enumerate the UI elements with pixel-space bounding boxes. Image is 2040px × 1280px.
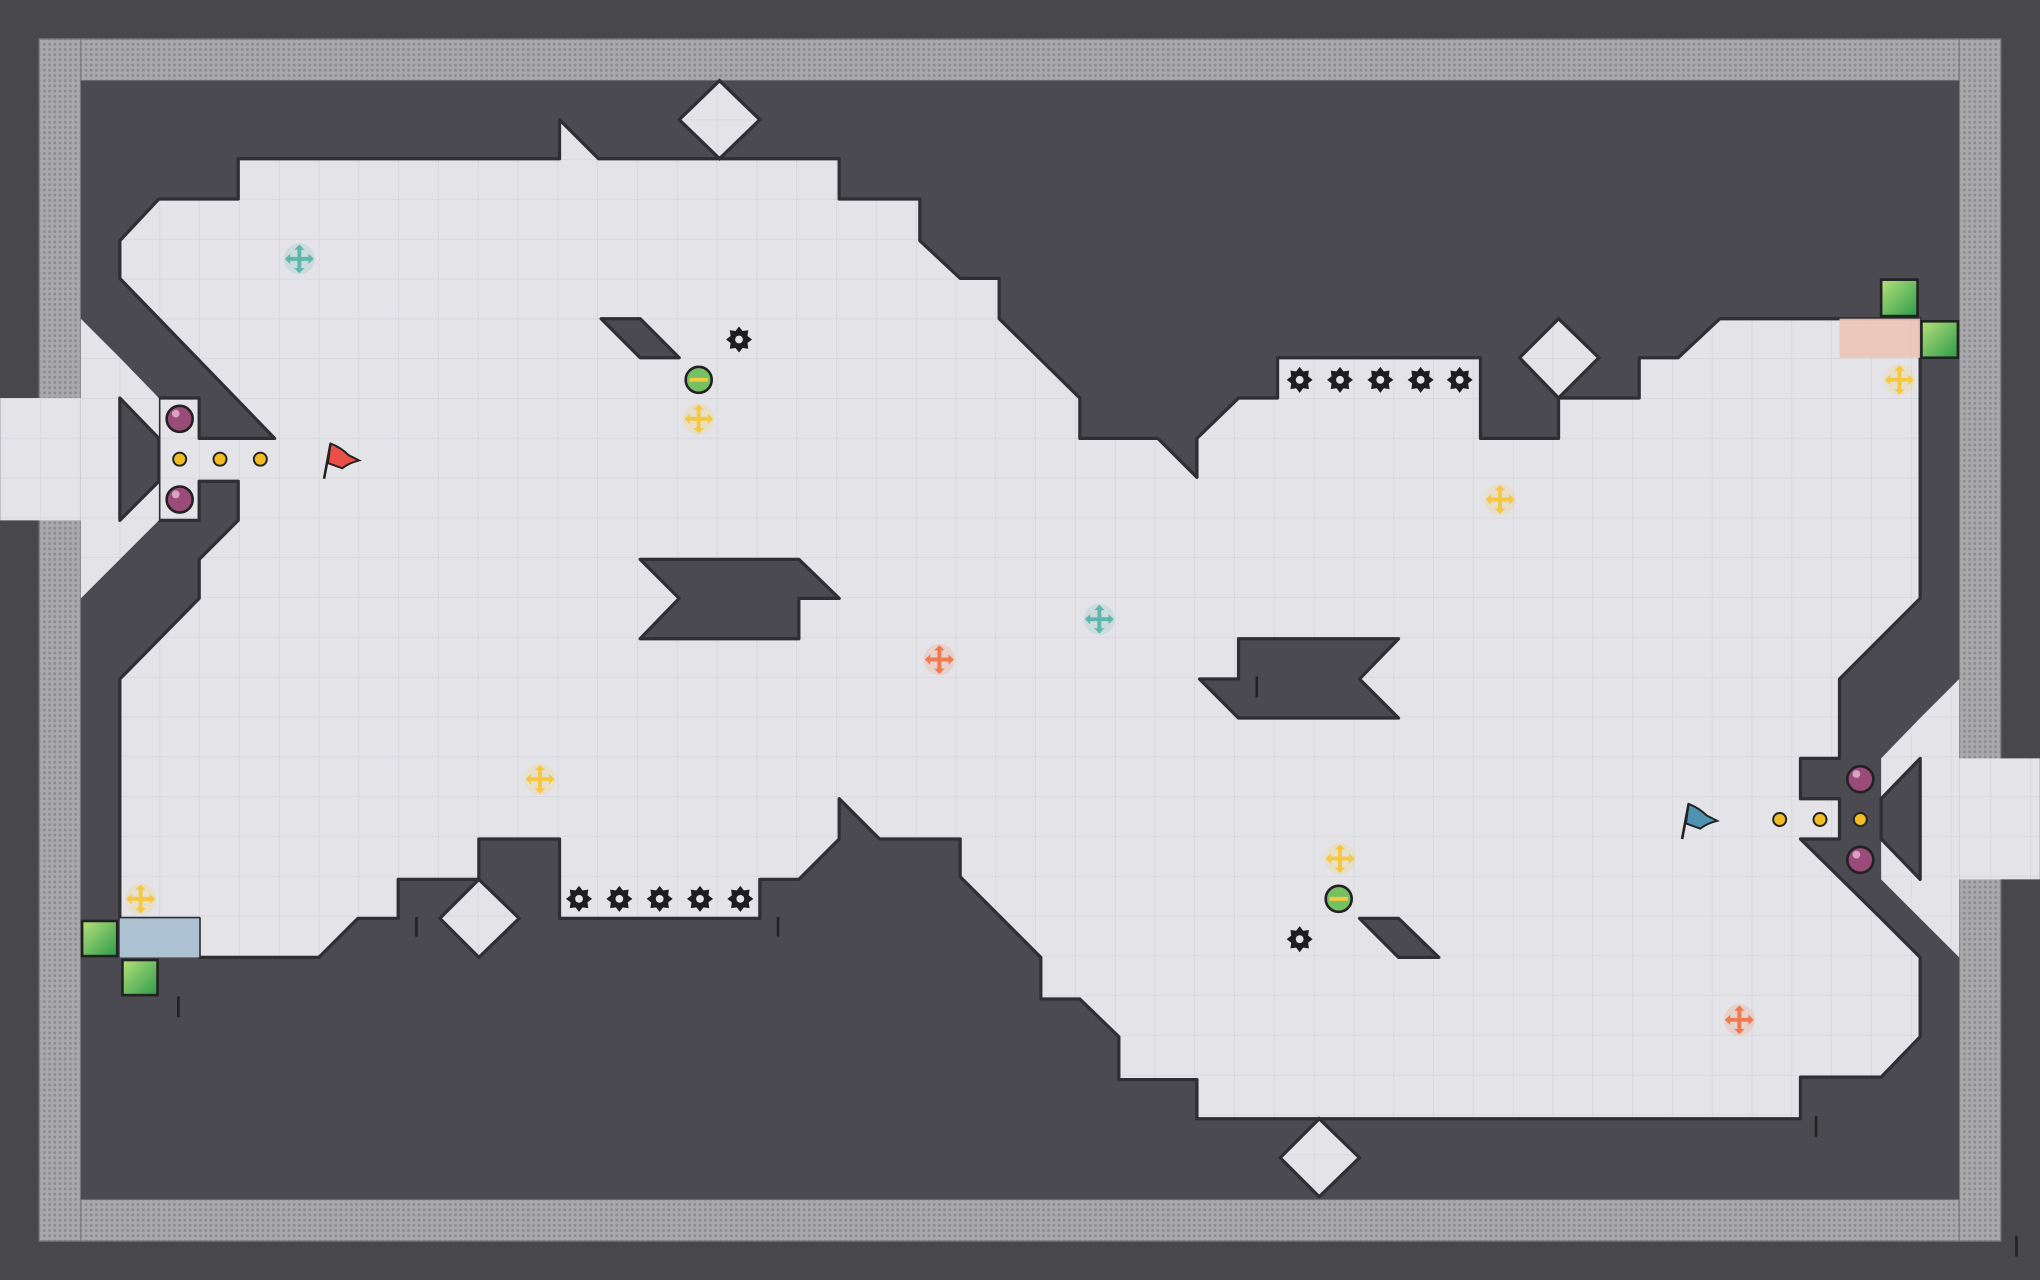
gate-left	[172, 451, 268, 467]
spike-icon	[646, 885, 673, 912]
spike-icon	[1286, 926, 1313, 953]
border-wall	[38, 38, 2002, 1242]
marker-ticks	[177, 676, 2018, 1257]
boost-icon	[283, 243, 315, 275]
portal-icon	[121, 958, 159, 997]
bomb-icon	[165, 404, 194, 434]
interior-walls	[118, 317, 1922, 960]
spike-icon	[686, 885, 714, 912]
boost-icon	[923, 643, 955, 676]
boost-icon	[125, 883, 157, 915]
spike-icon	[606, 885, 633, 912]
spike-icon	[727, 885, 754, 912]
button-icon	[1324, 884, 1354, 914]
portal-icon	[1879, 278, 1919, 318]
boost-icon	[1324, 842, 1356, 875]
boost-icon	[683, 403, 715, 435]
bomb-icon	[165, 485, 194, 514]
gate-right	[1772, 812, 1868, 827]
boost-icon	[524, 763, 556, 795]
blue-flag-icon	[1680, 802, 1721, 840]
boost-icon	[1723, 1004, 1755, 1036]
button-icon	[684, 365, 714, 395]
spike-icon	[726, 326, 753, 353]
spike-icon	[1326, 366, 1354, 393]
spike-icon	[1286, 366, 1313, 393]
boost-icon	[1883, 364, 1915, 396]
boost-icon	[1484, 483, 1516, 516]
red-flag-icon	[322, 442, 362, 479]
red-endzone	[1839, 318, 1921, 358]
spike-icon	[1407, 366, 1434, 393]
spike-icon	[1446, 366, 1473, 393]
portal-icon	[1920, 320, 1960, 360]
spike-icon	[1367, 366, 1394, 393]
bomb-icon	[1846, 764, 1875, 794]
spike-icon	[566, 885, 593, 912]
portal-icon	[80, 919, 119, 958]
blue-endzone	[119, 918, 200, 958]
boost-icon	[1083, 603, 1115, 635]
boost-group	[125, 243, 1915, 1036]
bomb-icon	[1846, 845, 1875, 875]
spike-group	[566, 326, 1473, 953]
